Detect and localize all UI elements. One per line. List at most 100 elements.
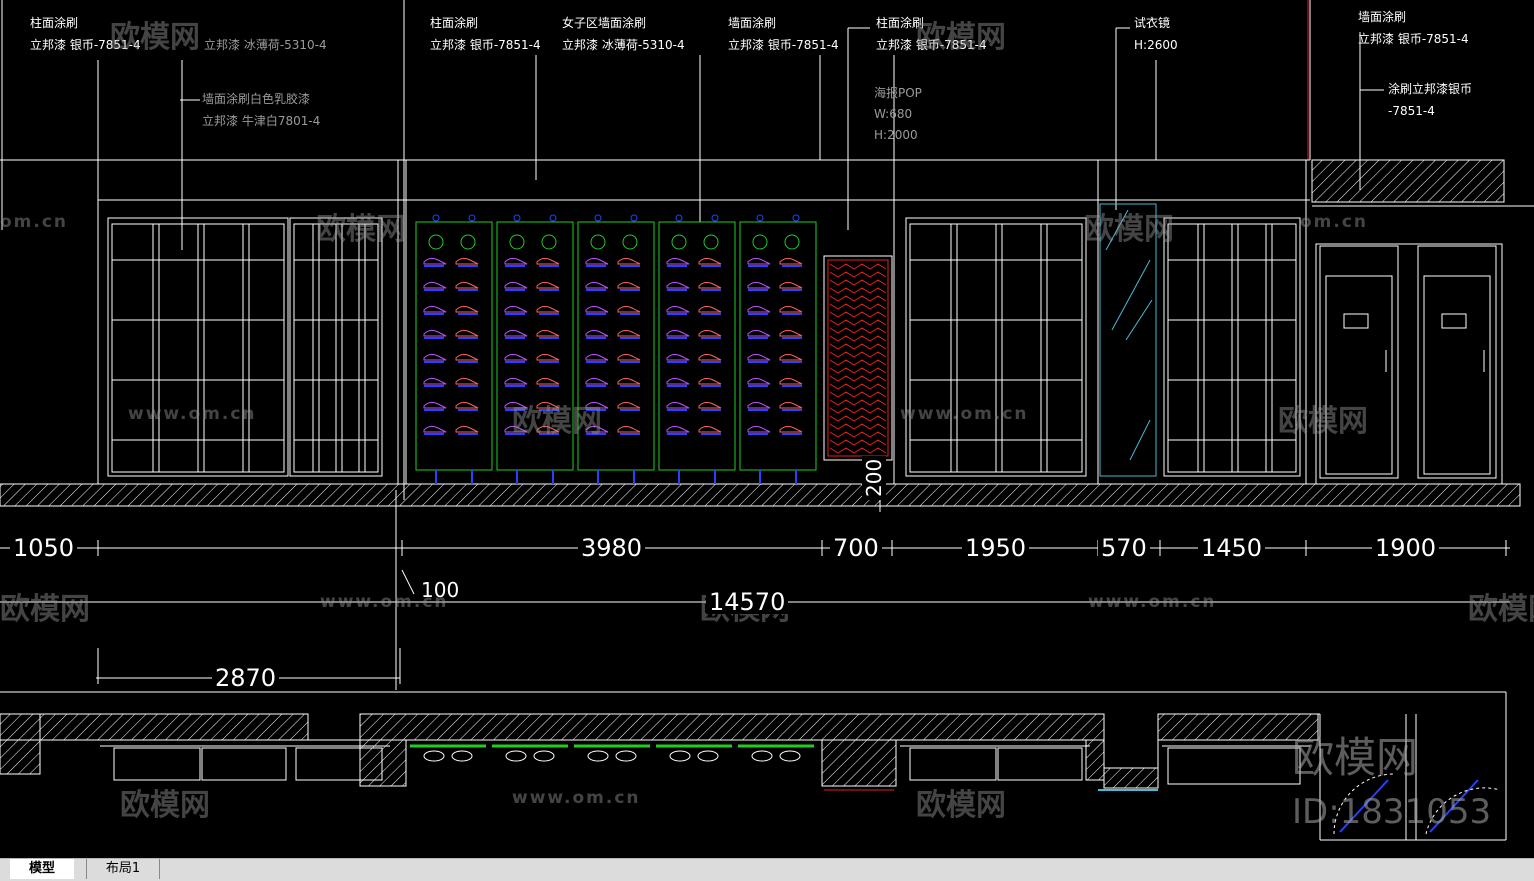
shoe-icon: [455, 257, 479, 265]
brand-logo-circle: [541, 234, 557, 250]
shoe-icon: [779, 305, 803, 313]
annotation-women-zone-spec: 立邦漆 冰薄荷-5310-4: [562, 38, 685, 52]
shoe-icon: [455, 353, 479, 361]
shoe-icon: [747, 353, 771, 361]
shoe-icon: [617, 281, 641, 289]
annotation-spec: 立邦漆 冰薄荷-5310-4: [204, 38, 327, 52]
shoe-icon: [536, 401, 560, 409]
cad-model-space[interactable]: 柱面涂刷 立邦漆 银币-7851-4 立邦漆 冰薄荷-5310-4 墙面涂刷白色…: [0, 0, 1534, 858]
tab-layout1[interactable]: 布局1: [86, 859, 160, 879]
fitting-room-sign: [1343, 313, 1369, 329]
dimension-1450: 1450: [1198, 536, 1266, 560]
plan-cabinet: [201, 747, 287, 781]
annotation-women-zone: 女子区墙面涂刷: [562, 16, 646, 30]
poster-pattern: [829, 367, 887, 374]
leader-line: [401, 569, 415, 595]
brand-logo-circle: [590, 234, 606, 250]
annotation-title: 柱面涂刷: [876, 16, 925, 30]
shoe-icon: [779, 257, 803, 265]
shoe-icon: [666, 257, 690, 265]
poster-pattern: [829, 439, 887, 446]
shoe-icon: [585, 425, 609, 433]
dimension-value: 14570: [709, 588, 786, 616]
shoe-icon: [423, 257, 447, 265]
shoe-icon: [617, 329, 641, 337]
shoe-icon: [617, 257, 641, 265]
panel-hanger: [513, 214, 521, 222]
panel-hanger: [630, 214, 638, 222]
plan-shoe: [451, 750, 473, 762]
plan-hatch: [1103, 767, 1159, 789]
poster-pattern: [829, 359, 887, 366]
plan-door-swing: [1339, 779, 1389, 833]
shoe-icon: [585, 329, 609, 337]
shoe-icon: [536, 353, 560, 361]
brand-logo-circle: [622, 234, 638, 250]
mirror-reflection: [1111, 259, 1151, 331]
annotation-height: H:2000: [874, 128, 918, 142]
annotation-column-spec-2: 立邦漆 银币-7851-4: [430, 38, 541, 52]
hatched-bulkhead: [1311, 159, 1505, 203]
poster-pattern: [829, 431, 887, 438]
plan-shoe: [423, 750, 445, 762]
annotation-spec: 立邦漆 牛津白7801-4: [202, 114, 321, 128]
panel-hanger: [549, 214, 557, 222]
dimension-value: 200: [862, 458, 886, 497]
shoe-icon: [423, 425, 447, 433]
dimension-value: 570: [1101, 534, 1147, 562]
annotation-title: 涂刷立邦漆银币: [1388, 82, 1473, 96]
annotation-spec: 立邦漆 银币-7851-4: [30, 38, 141, 52]
plan-shoe: [587, 750, 609, 762]
annotation-spec: -7851-4: [1388, 104, 1435, 118]
shoe-icon: [585, 281, 609, 289]
annotation-wall-white-spec: 立邦漆 牛津白7801-4: [202, 114, 320, 128]
annotation-column-spec-1: 立邦漆 银币-7851-4: [30, 38, 141, 52]
plan-hatch: [359, 713, 1105, 741]
shoe-icon: [698, 353, 722, 361]
panel-hanger: [594, 214, 602, 222]
fitting-room-door-1: [1319, 245, 1399, 479]
annotation-spec: 立邦漆 冰薄荷-5310-4: [562, 38, 685, 52]
annotation-column-paint-1: 柱面涂刷: [30, 16, 78, 30]
panel-hanger: [792, 214, 800, 222]
annotation-column-paint-3: 柱面涂刷: [876, 16, 924, 30]
shoe-icon: [779, 401, 803, 409]
plan-shoe: [669, 750, 691, 762]
shoe-icon: [536, 281, 560, 289]
plan-cabinet: [909, 747, 997, 781]
dimension-14570: 14570: [706, 588, 789, 616]
tab-model[interactable]: 模型: [10, 859, 74, 879]
shoe-icon: [504, 377, 528, 385]
annotation-spec-mint: 立邦漆 冰薄荷-5310-4: [204, 38, 327, 52]
shoe-icon: [698, 329, 722, 337]
fitting-room-door-2: [1417, 245, 1497, 479]
poster-pattern: [829, 271, 887, 278]
annotation-poster-height: H:2000: [874, 128, 918, 142]
plan-shoe: [533, 750, 555, 762]
cabinet-right-1: [905, 217, 1087, 477]
brand-logo-circle: [752, 234, 768, 250]
brand-logo-circle: [428, 234, 444, 250]
plan-cabinet: [997, 747, 1083, 781]
tab-label: 模型: [28, 861, 55, 876]
shoe-icon: [666, 305, 690, 313]
shoe-icon: [747, 425, 771, 433]
plan-hatch: [0, 713, 41, 775]
dimension-value: 1900: [1375, 534, 1437, 562]
shoe-icon: [536, 425, 560, 433]
annotation-wall-paint: 墙面涂刷: [728, 16, 776, 30]
shoe-icon: [698, 401, 722, 409]
poster-pattern: [829, 343, 887, 350]
shoe-icon: [779, 281, 803, 289]
annotation-column-paint-2: 柱面涂刷: [430, 16, 478, 30]
mirror-reflection: [1105, 209, 1129, 251]
shoe-icon: [698, 281, 722, 289]
cabinet-right-2: [1163, 217, 1301, 477]
annotation-mirror-height: H:2600: [1134, 38, 1178, 52]
shoe-icon: [504, 425, 528, 433]
annotation-spec: 立邦漆 银币-7851-4: [1358, 32, 1469, 46]
annotation-wall-paint-right: 墙面涂刷: [1358, 10, 1406, 24]
annotation-title: 柱面涂刷: [430, 16, 479, 30]
plan-shoe: [779, 750, 801, 762]
plan-hatch: [39, 713, 309, 741]
